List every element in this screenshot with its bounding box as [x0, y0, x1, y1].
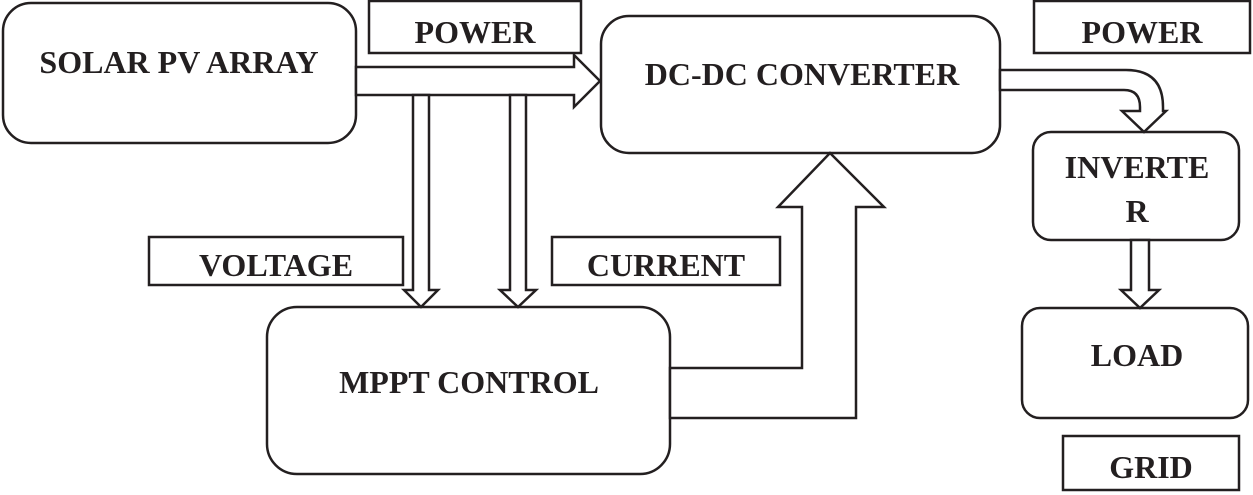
current-label: CURRENT — [550, 235, 782, 287]
current-text: CURRENT — [587, 247, 745, 283]
inverter-block: INVERTE R — [1031, 130, 1241, 242]
solar-pv-array-label: SOLAR PV ARRAY — [39, 44, 318, 80]
mppt-control-block: MPPT CONTROL — [265, 305, 672, 476]
power-label-right: POWER — [1032, 0, 1252, 55]
dc-dc-converter-block: DC-DC CONVERTER — [599, 14, 1002, 155]
current-arrow — [496, 93, 540, 309]
mppt-control-label: MPPT CONTROL — [339, 364, 599, 400]
solar-pv-array-block: SOLAR PV ARRAY — [1, 1, 358, 145]
load-block: LOAD — [1020, 306, 1250, 420]
power-label-left: POWER — [367, 0, 583, 55]
voltage-arrow — [400, 93, 442, 309]
dc-dc-converter-label: DC-DC CONVERTER — [645, 56, 960, 92]
load-label: LOAD — [1091, 337, 1183, 373]
grid-text: GRID — [1109, 449, 1193, 485]
voltage-text: VOLTAGE — [199, 247, 353, 283]
power-left-text: POWER — [415, 14, 537, 50]
control-arrow-mppt-to-converter — [668, 151, 888, 420]
voltage-label: VOLTAGE — [147, 235, 405, 287]
power-arrow-solar-to-converter — [354, 51, 602, 111]
arrow-inverter-to-load — [1117, 238, 1163, 310]
inverter-label-line2: R — [1125, 193, 1149, 229]
power-right-text: POWER — [1082, 14, 1204, 50]
inverter-label-line1: INVERTE — [1065, 149, 1210, 185]
power-arrow-converter-to-inverter — [998, 68, 1170, 134]
grid-label: GRID — [1061, 434, 1241, 492]
